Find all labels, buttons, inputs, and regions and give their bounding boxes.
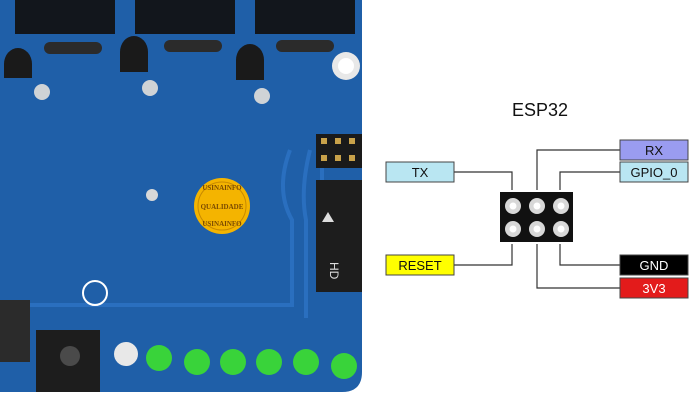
socket-center (557, 225, 565, 233)
pin-text-gnd: GND (640, 258, 669, 273)
diode (276, 40, 334, 52)
led-row (146, 345, 357, 379)
warning-icon (322, 212, 334, 222)
cable (0, 300, 30, 362)
pin-label-gnd: GND (619, 254, 689, 276)
top-component (135, 0, 235, 34)
pin-label-gpio0: GPIO_0 (619, 161, 689, 183)
socket-center (533, 202, 541, 210)
led (184, 349, 210, 375)
top-component (255, 0, 355, 34)
led (293, 349, 319, 375)
line-gpio0 (559, 171, 622, 190)
pin-box-gnd (619, 254, 689, 276)
pcb-board: USINAINFO QUALIDADE USINAINFO HD (0, 0, 362, 392)
trace (301, 149, 312, 318)
pin-label-3v3: 3V3 (619, 277, 689, 299)
seal-text-top: USINAINFO (202, 184, 242, 192)
quality-seal-ring (197, 181, 247, 231)
pin-box-rx (619, 139, 689, 161)
seal-text-mid: QUALIDADE (201, 203, 244, 211)
pad (254, 88, 270, 104)
audio-jack-hole (60, 346, 80, 366)
socket-center (533, 225, 541, 233)
top-component (15, 0, 115, 34)
pin-text-3v3: 3V3 (642, 281, 665, 296)
line-reset (453, 244, 513, 266)
pin-text-reset: RESET (398, 258, 441, 273)
socket-center (557, 202, 565, 210)
connection-lines (453, 149, 622, 289)
module-chip (316, 180, 362, 292)
potentiometer (82, 280, 108, 306)
line-3v3 (536, 244, 622, 289)
diode (44, 42, 102, 54)
pad (34, 84, 50, 100)
transistor (120, 36, 148, 72)
pin-label-reset: RESET (385, 254, 455, 276)
quality-seal (194, 178, 250, 234)
pin-box-gpio0 (619, 161, 689, 183)
header-sockets (505, 198, 569, 237)
mounting-hole-inner (338, 58, 354, 74)
socket-center (509, 225, 517, 233)
diode (164, 40, 222, 52)
pin-text-rx: RX (645, 143, 663, 158)
pin-label-rx: RX (619, 139, 689, 161)
pcb-surface (0, 0, 362, 392)
transistor (4, 48, 32, 78)
line-rx (536, 149, 622, 190)
line-gnd (559, 244, 622, 266)
pin-text-tx: TX (412, 165, 429, 180)
transistor (236, 44, 264, 80)
pin-box-reset (385, 254, 455, 276)
chip-label: HD (327, 262, 341, 280)
pin-text-gpio0: GPIO_0 (631, 165, 678, 180)
pad (142, 80, 158, 96)
pin-box-tx (385, 161, 455, 183)
seal-text-bottom: USINAINFO (202, 220, 242, 228)
pin-box-3v3 (619, 277, 689, 299)
led (146, 345, 172, 371)
line-tx (453, 171, 513, 190)
pin1-marker (568, 194, 572, 198)
header-pins (321, 138, 355, 161)
button-cap (114, 342, 138, 366)
led (256, 349, 282, 375)
trace (12, 149, 294, 307)
via (146, 189, 158, 201)
led (331, 353, 357, 379)
socket-center (509, 202, 517, 210)
diagram-title: ESP32 (512, 100, 568, 120)
pin-label-tx: TX (385, 161, 455, 183)
led (220, 349, 246, 375)
